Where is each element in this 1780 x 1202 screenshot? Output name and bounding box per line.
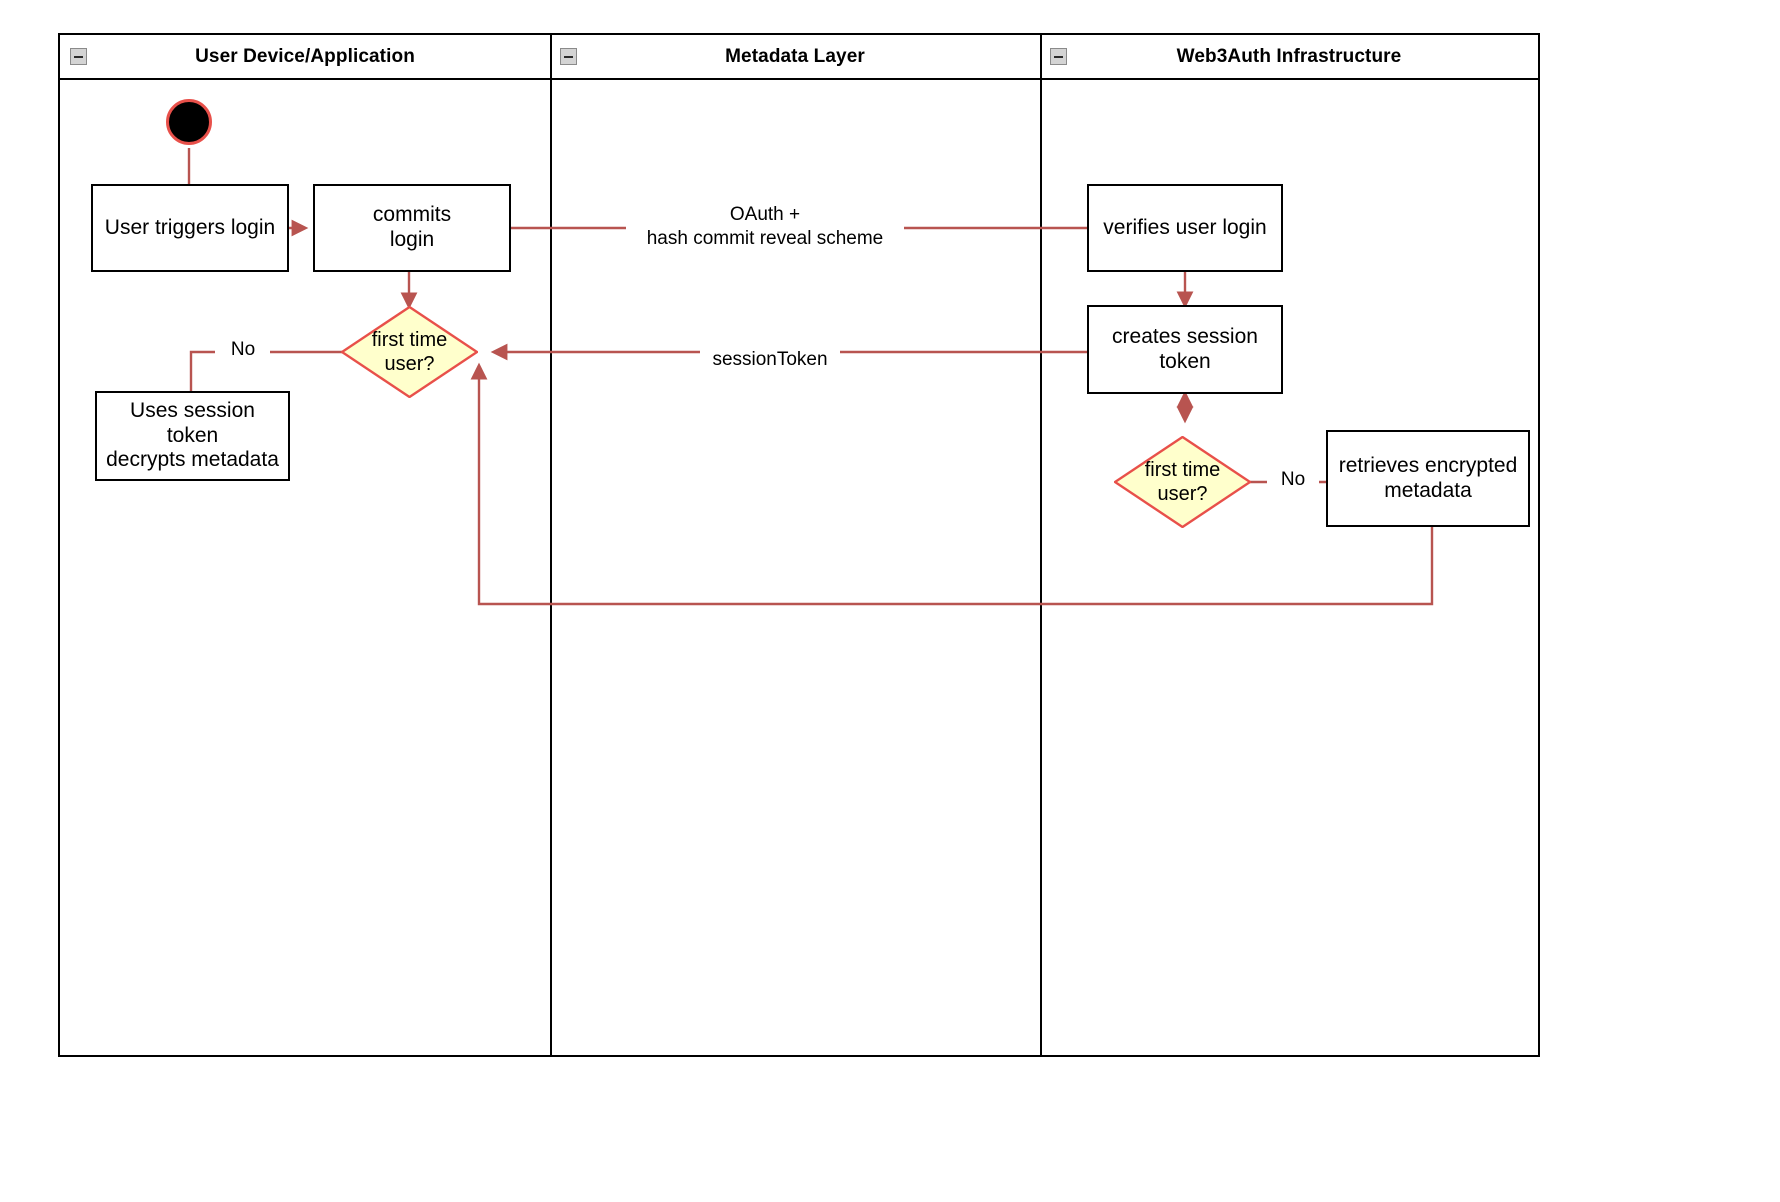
lane-title-user-device: User Device/Application bbox=[195, 45, 415, 67]
activity-label: User triggers login bbox=[104, 215, 276, 239]
activity-verifies-user-login[interactable]: verifies user login bbox=[1087, 184, 1283, 272]
activity-label-line1: retrieves encrypted bbox=[1338, 453, 1518, 477]
decision-label-line2: user? bbox=[1157, 483, 1208, 505]
decision-label-line1: first time bbox=[1144, 459, 1221, 481]
lane-title-metadata-layer: Metadata Layer bbox=[725, 45, 865, 67]
edge-label-oauth-line1: OAuth + bbox=[729, 204, 801, 225]
activity-uses-session-token[interactable]: Uses session token decrypts metadata bbox=[95, 391, 290, 481]
activity-retrieves-encrypted-metadata[interactable]: retrieves encrypted metadata bbox=[1326, 430, 1530, 527]
activity-creates-session-token[interactable]: creates session token bbox=[1087, 305, 1283, 394]
decision-label-line2: user? bbox=[384, 353, 435, 375]
activity-label-line1: creates session bbox=[1112, 324, 1258, 348]
collapse-minus-icon[interactable] bbox=[1050, 48, 1067, 65]
edge-label-oauth: OAuth + hash commit reveal scheme bbox=[626, 203, 904, 251]
edge-label-session-token: sessionToken bbox=[700, 348, 840, 372]
activity-label-line1: commits bbox=[372, 203, 452, 227]
activity-commits-login[interactable]: commits login bbox=[313, 184, 511, 272]
decision-label-line1: first time bbox=[371, 329, 448, 351]
edge-label-oauth-line2: hash commit reveal scheme bbox=[646, 227, 884, 249]
lane-header-metadata-layer[interactable]: Metadata Layer bbox=[550, 35, 1040, 80]
activity-user-triggers-login[interactable]: User triggers login bbox=[91, 184, 289, 272]
collapse-minus-icon[interactable] bbox=[560, 48, 577, 65]
activity-label-line3: decrypts metadata bbox=[106, 448, 279, 472]
activity-label-line2: token bbox=[166, 423, 219, 447]
activity-label-line2: metadata bbox=[1384, 478, 1472, 502]
activity-label: verifies user login bbox=[1103, 215, 1267, 239]
edge-label-no-left: No bbox=[216, 338, 270, 362]
lane-divider-1 bbox=[550, 35, 552, 1055]
lane-header-web3auth[interactable]: Web3Auth Infrastructure bbox=[1040, 35, 1538, 80]
decision-first-time-user-right[interactable]: first time user? bbox=[1114, 436, 1251, 528]
lane-header-user-device[interactable]: User Device/Application bbox=[60, 35, 550, 80]
activity-label-line2: login bbox=[389, 228, 435, 251]
collapse-minus-icon[interactable] bbox=[70, 48, 87, 65]
lane-title-web3auth: Web3Auth Infrastructure bbox=[1176, 45, 1402, 67]
lane-divider-2 bbox=[1040, 35, 1042, 1055]
activity-label-line1: Uses session bbox=[130, 398, 255, 422]
activity-label-line2: token bbox=[1159, 349, 1211, 373]
edge-label-no-right: No bbox=[1267, 468, 1319, 492]
start-node[interactable] bbox=[166, 99, 212, 145]
decision-first-time-user-left[interactable]: first time user? bbox=[341, 306, 478, 398]
